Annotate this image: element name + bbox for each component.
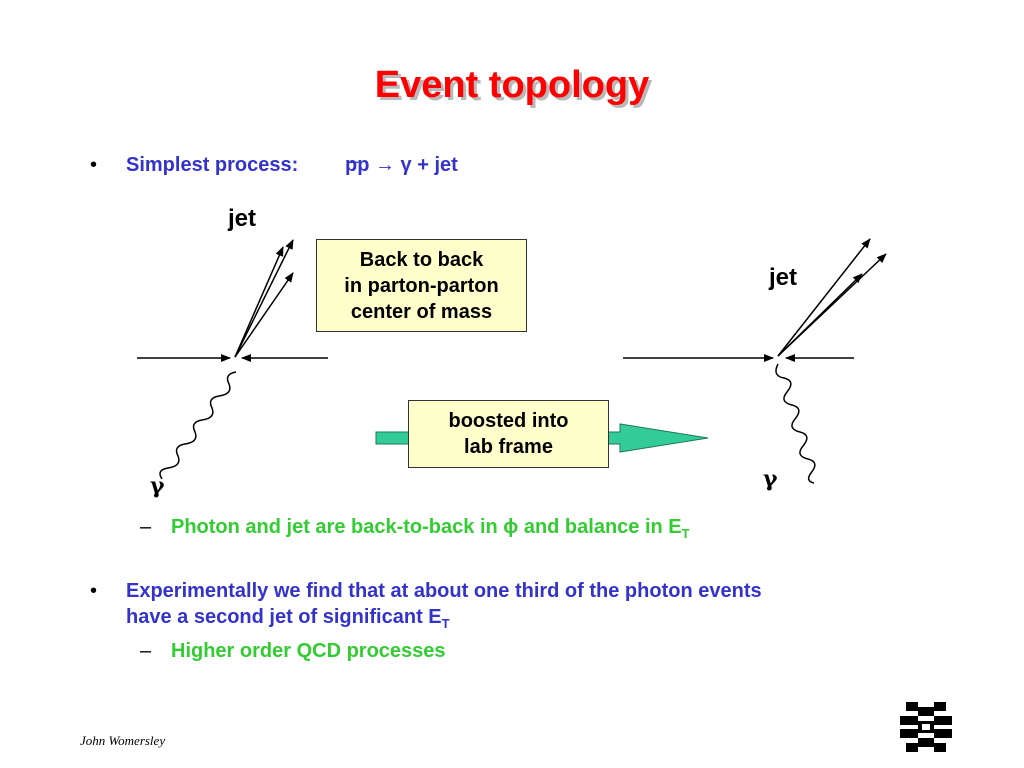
left-gamma-label: γ xyxy=(150,473,165,499)
box1-line2: in parton-parton xyxy=(344,275,499,297)
box1-line3: center of mass xyxy=(350,301,493,323)
bullet-text: Simplest process: xyxy=(126,154,299,176)
right-jet-label: jet xyxy=(769,264,798,291)
dash-marker: – xyxy=(140,516,152,538)
fermilab-logo-icon xyxy=(900,702,952,752)
bullet-text-line2-main: have a second jet of significant E xyxy=(126,606,442,628)
left-jet-label: jet xyxy=(228,205,257,232)
right-gamma-label: γ xyxy=(763,466,778,492)
sub-text-main: Photon and jet are back-to-back in ϕ and… xyxy=(171,516,682,538)
boosted-box: boosted into lab frame xyxy=(408,400,609,468)
box2-line2: lab frame xyxy=(464,436,553,458)
bullet-marker: • xyxy=(90,580,98,602)
bullet-marker: • xyxy=(90,154,98,176)
sub-text: Photon and jet are back-to-back in ϕ and… xyxy=(171,516,690,541)
right-jet-track-1 xyxy=(777,238,871,357)
dash-marker: – xyxy=(140,640,152,662)
process-formula: _ pp → γ + jet xyxy=(345,142,458,177)
left-photon-wavy-line xyxy=(159,371,237,480)
box2-line1: boosted into xyxy=(448,410,569,432)
bullet-text-line2: have a second jet of significant ET xyxy=(126,606,450,631)
bullet-text-line1: Experimentally we find that at about one… xyxy=(126,580,762,602)
sub-text-subscript: T xyxy=(681,526,690,541)
back-to-back-box: Back to back in parton-parton center of … xyxy=(316,239,527,332)
left-jet-track-1 xyxy=(234,239,294,358)
right-collision xyxy=(623,238,887,484)
left-jet-track-2 xyxy=(234,246,284,358)
sub-text: Higher order QCD processes xyxy=(171,640,446,662)
bullet-text-line2-subscript: T xyxy=(441,616,450,631)
page-title: Event topology xyxy=(374,64,650,106)
formula-text: pp → γ + jet xyxy=(345,154,458,176)
box1-line1: Back to back xyxy=(359,249,484,271)
left-collision xyxy=(137,239,328,480)
antiproton-overbar: _ xyxy=(347,142,359,164)
left-jet-track-3 xyxy=(234,272,294,358)
author-name: John Womersley xyxy=(80,733,166,748)
right-photon-wavy-line xyxy=(775,363,816,484)
right-jet-track-3 xyxy=(777,273,863,357)
